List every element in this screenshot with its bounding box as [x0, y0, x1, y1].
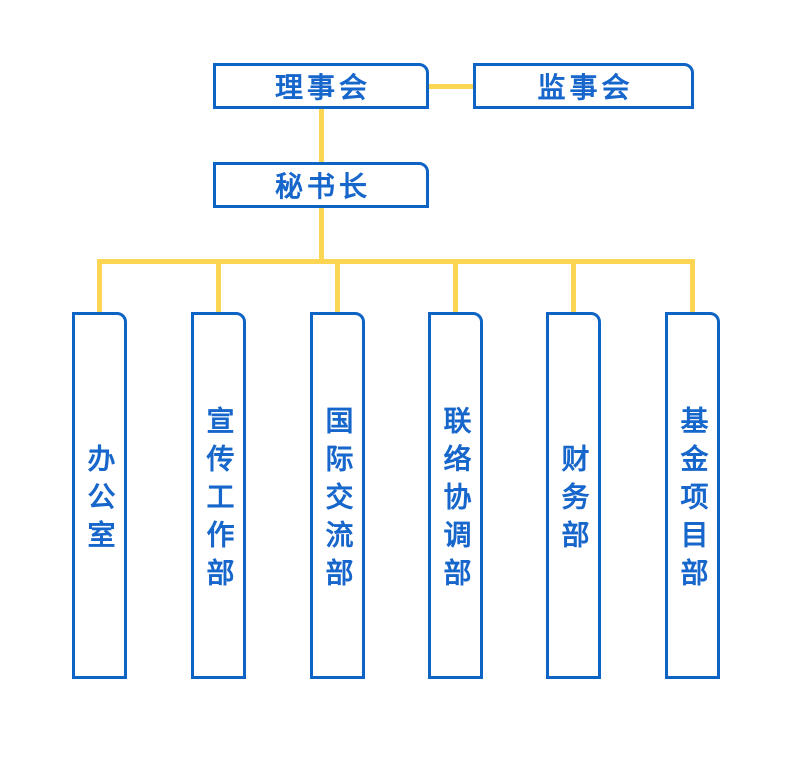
- org-node-department-international-exchange: 国际交流部: [310, 312, 365, 679]
- connector-drop-international: [335, 259, 340, 315]
- connector-board-to-secretary: [319, 107, 324, 164]
- department-label: 办公室: [83, 443, 117, 558]
- department-label: 宣传工作部: [202, 405, 236, 596]
- department-label: 联络协调部: [439, 405, 473, 596]
- department-label: 国际交流部: [321, 405, 355, 596]
- connector-drop-publicity: [216, 259, 221, 315]
- org-node-department-office: 办公室: [72, 312, 127, 679]
- org-node-supervisory-board-label: 监事会: [537, 71, 634, 104]
- org-node-secretary-general-label: 秘书长: [274, 170, 371, 203]
- org-node-department-publicity: 宣传工作部: [191, 312, 246, 679]
- org-node-department-fund-project: 基金项目部: [665, 312, 720, 679]
- org-node-department-liaison-coordination: 联络协调部: [428, 312, 483, 679]
- connector-board-to-supervisory: [429, 84, 473, 89]
- org-node-board: 理事会: [213, 63, 429, 109]
- connector-drop-fund-project: [690, 259, 695, 315]
- connector-secretary-to-rail: [319, 206, 324, 262]
- connector-drop-finance: [571, 259, 576, 315]
- connector-drop-office: [97, 259, 102, 315]
- org-node-supervisory-board: 监事会: [473, 63, 694, 109]
- department-label: 财务部: [557, 443, 591, 558]
- department-label: 基金项目部: [676, 405, 710, 596]
- org-node-department-finance: 财务部: [546, 312, 601, 679]
- org-node-secretary-general: 秘书长: [213, 162, 429, 208]
- connector-rail: [97, 259, 695, 264]
- org-node-board-label: 理事会: [274, 71, 371, 104]
- connector-drop-liaison: [453, 259, 458, 315]
